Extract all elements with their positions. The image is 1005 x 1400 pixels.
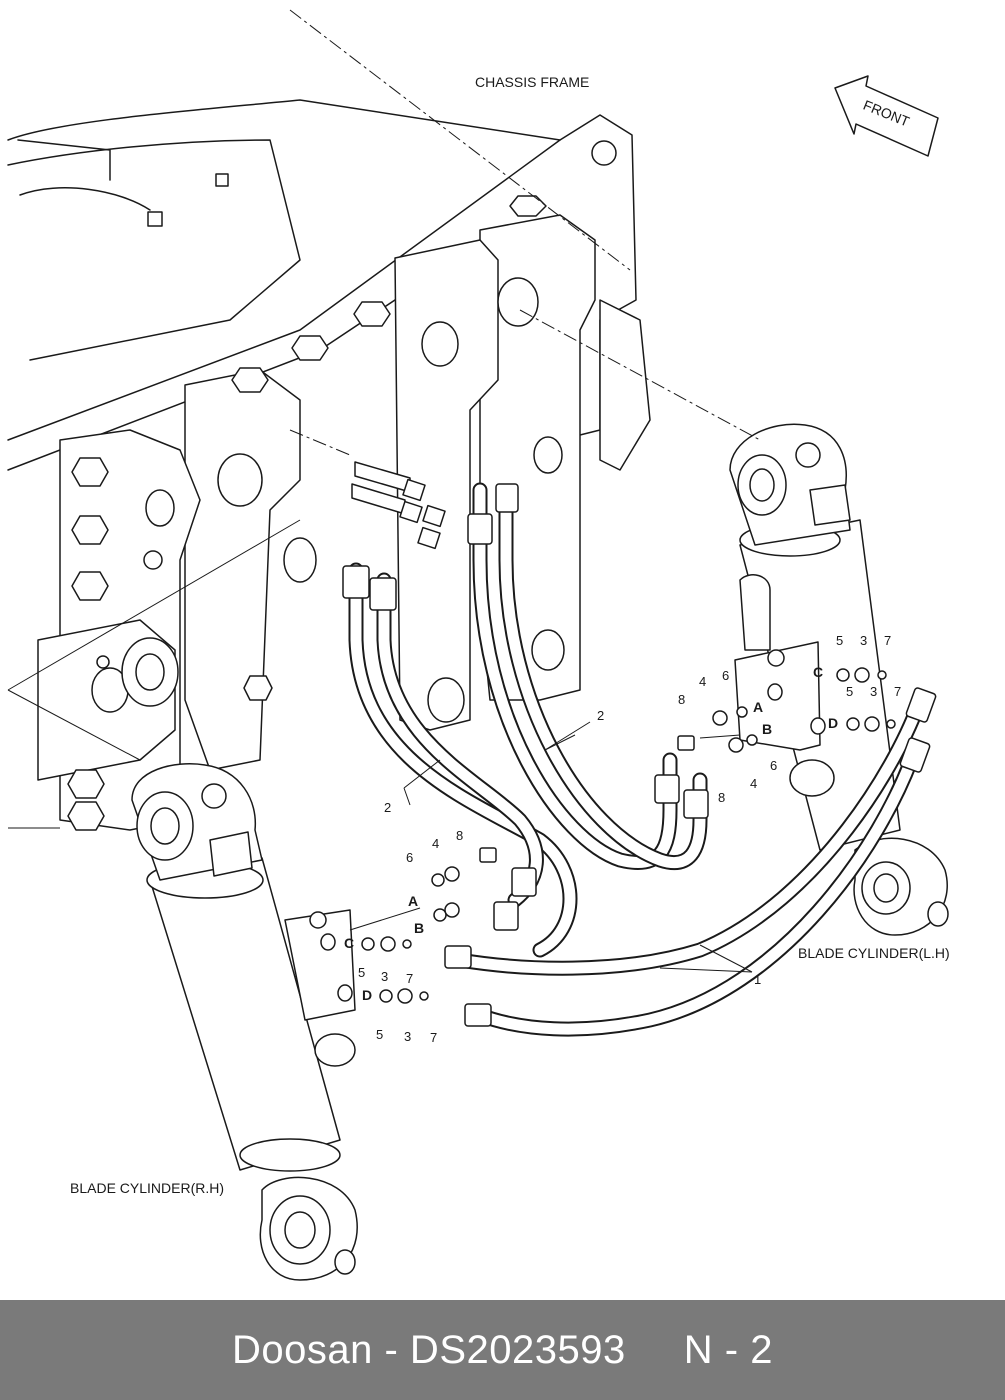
callout-lh-6a: 6 (722, 668, 729, 683)
callout-hose-1: 1 (754, 972, 761, 987)
hose-2-to-lh-cylinder (467, 482, 709, 871)
front-arrow: FRONT (834, 75, 939, 157)
callout-rh-5a: 5 (358, 965, 365, 980)
callout-hose-2-upper: 2 (597, 708, 604, 723)
footer-text: Doosan - DS2023593 N - 2 (232, 1327, 773, 1372)
callout-lh-5b: 5 (846, 684, 853, 699)
callout-lh-8b: 8 (718, 790, 725, 805)
port-lh-d: D (828, 715, 838, 731)
chassis-frame (7, 99, 637, 471)
bolt-heads (67, 195, 547, 831)
footer-bar: Doosan - DS2023593 N - 2 (0, 1300, 1005, 1400)
callout-lh-6b: 6 (770, 758, 777, 773)
callout-rh-6: 6 (406, 850, 413, 865)
callout-lh-4a: 4 (699, 674, 706, 689)
port-lh-b: B (762, 721, 772, 737)
callout-lh-7a: 7 (884, 633, 891, 648)
callout-rh-8: 8 (456, 828, 463, 843)
fittings (361, 667, 896, 1004)
callout-lh-5a: 5 (836, 633, 843, 648)
port-lh-a: A (753, 699, 763, 715)
callout-lh-3b: 3 (870, 684, 877, 699)
port-rh-c: C (344, 935, 354, 951)
callout-rh-7b: 7 (430, 1030, 437, 1045)
hydraulic-blade-cylinder-diagram: FRONT CHASSIS FRAME BLADE CYLINDER(L.H) … (7, 9, 950, 1281)
blade-cylinder-rh (131, 763, 358, 1281)
reference-lines (7, 9, 761, 973)
port-rh-b: B (414, 920, 424, 936)
blade-cylinder-rh-label: BLADE CYLINDER(R.H) (70, 1180, 224, 1196)
hose-1-cross (444, 687, 937, 1037)
blade-cylinder-lh (729, 423, 949, 936)
callout-rh-3a: 3 (381, 969, 388, 984)
callout-lh-3a: 3 (860, 633, 867, 648)
callout-lh-8a: 8 (678, 692, 685, 707)
hose-2-to-rh-cylinder (342, 562, 578, 958)
callout-lh-4b: 4 (750, 776, 757, 791)
callout-hose-2-lower: 2 (384, 800, 391, 815)
mounting-brackets (37, 214, 651, 831)
callout-rh-7a: 7 (406, 971, 413, 986)
callout-rh-3b: 3 (404, 1029, 411, 1044)
port-lh-c: C (813, 664, 823, 680)
blade-cylinder-lh-label: BLADE CYLINDER(L.H) (798, 945, 950, 961)
callout-rh-5b: 5 (376, 1027, 383, 1042)
callout-rh-4: 4 (432, 836, 439, 851)
port-rh-d: D (362, 987, 372, 1003)
chassis-frame-label: CHASSIS FRAME (475, 74, 589, 90)
frame-pipe-stubs (351, 461, 446, 550)
port-rh-a: A (408, 893, 418, 909)
callout-lh-7b: 7 (894, 684, 901, 699)
